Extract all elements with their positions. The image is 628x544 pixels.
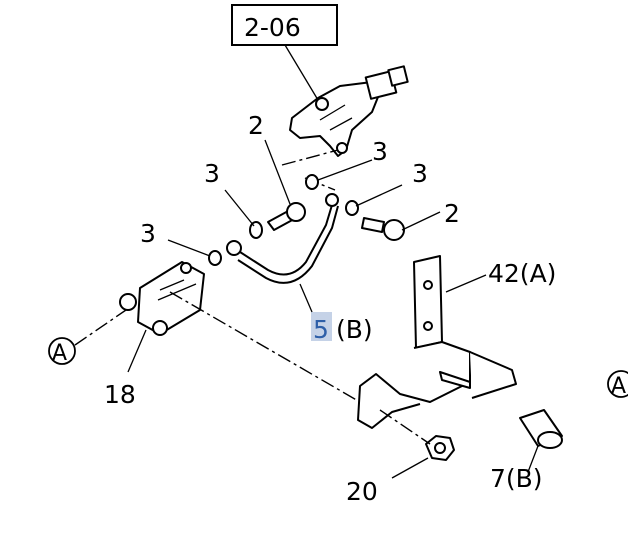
callout-2-top[interactable]: 2 xyxy=(248,111,264,140)
flange-nut xyxy=(425,435,455,461)
clutch-hose xyxy=(226,193,339,284)
callout-5-suffix: (B) xyxy=(336,315,373,344)
callout-3-left[interactable]: 3 xyxy=(140,219,156,248)
callout-3-right[interactable]: 3 xyxy=(412,159,428,188)
collar xyxy=(519,409,563,449)
hose-bracket-block xyxy=(119,261,205,336)
washer-1 xyxy=(249,221,263,239)
svg-text:A: A xyxy=(611,374,626,399)
washer-4 xyxy=(208,250,222,266)
mounting-bracket xyxy=(357,255,517,429)
circle-a-right[interactable]: A xyxy=(607,370,628,399)
callout-3-left-mid[interactable]: 3 xyxy=(204,159,220,188)
callout-7b[interactable]: 7(B) xyxy=(490,464,543,493)
ref-box-2-06[interactable]: 2-06 xyxy=(231,4,338,46)
callout-2-right[interactable]: 2 xyxy=(444,199,460,228)
svg-text:A: A xyxy=(52,341,67,366)
callout-20[interactable]: 20 xyxy=(346,477,378,506)
washer-2 xyxy=(305,174,319,190)
callout-18[interactable]: 18 xyxy=(104,380,136,409)
selection-highlight xyxy=(311,312,332,341)
clutch-master-cylinder xyxy=(289,65,409,157)
ref-box-label: 2-06 xyxy=(244,13,301,42)
callout-42a[interactable]: 42(A) xyxy=(488,259,556,288)
banjo-bolt-right xyxy=(361,217,405,241)
callout-3-top[interactable]: 3 xyxy=(372,137,388,166)
washer-3 xyxy=(345,200,359,216)
banjo-bolt-left xyxy=(267,202,306,231)
circle-a-left[interactable]: A xyxy=(48,337,76,366)
callout-5-number[interactable]: 5 xyxy=(313,315,329,344)
